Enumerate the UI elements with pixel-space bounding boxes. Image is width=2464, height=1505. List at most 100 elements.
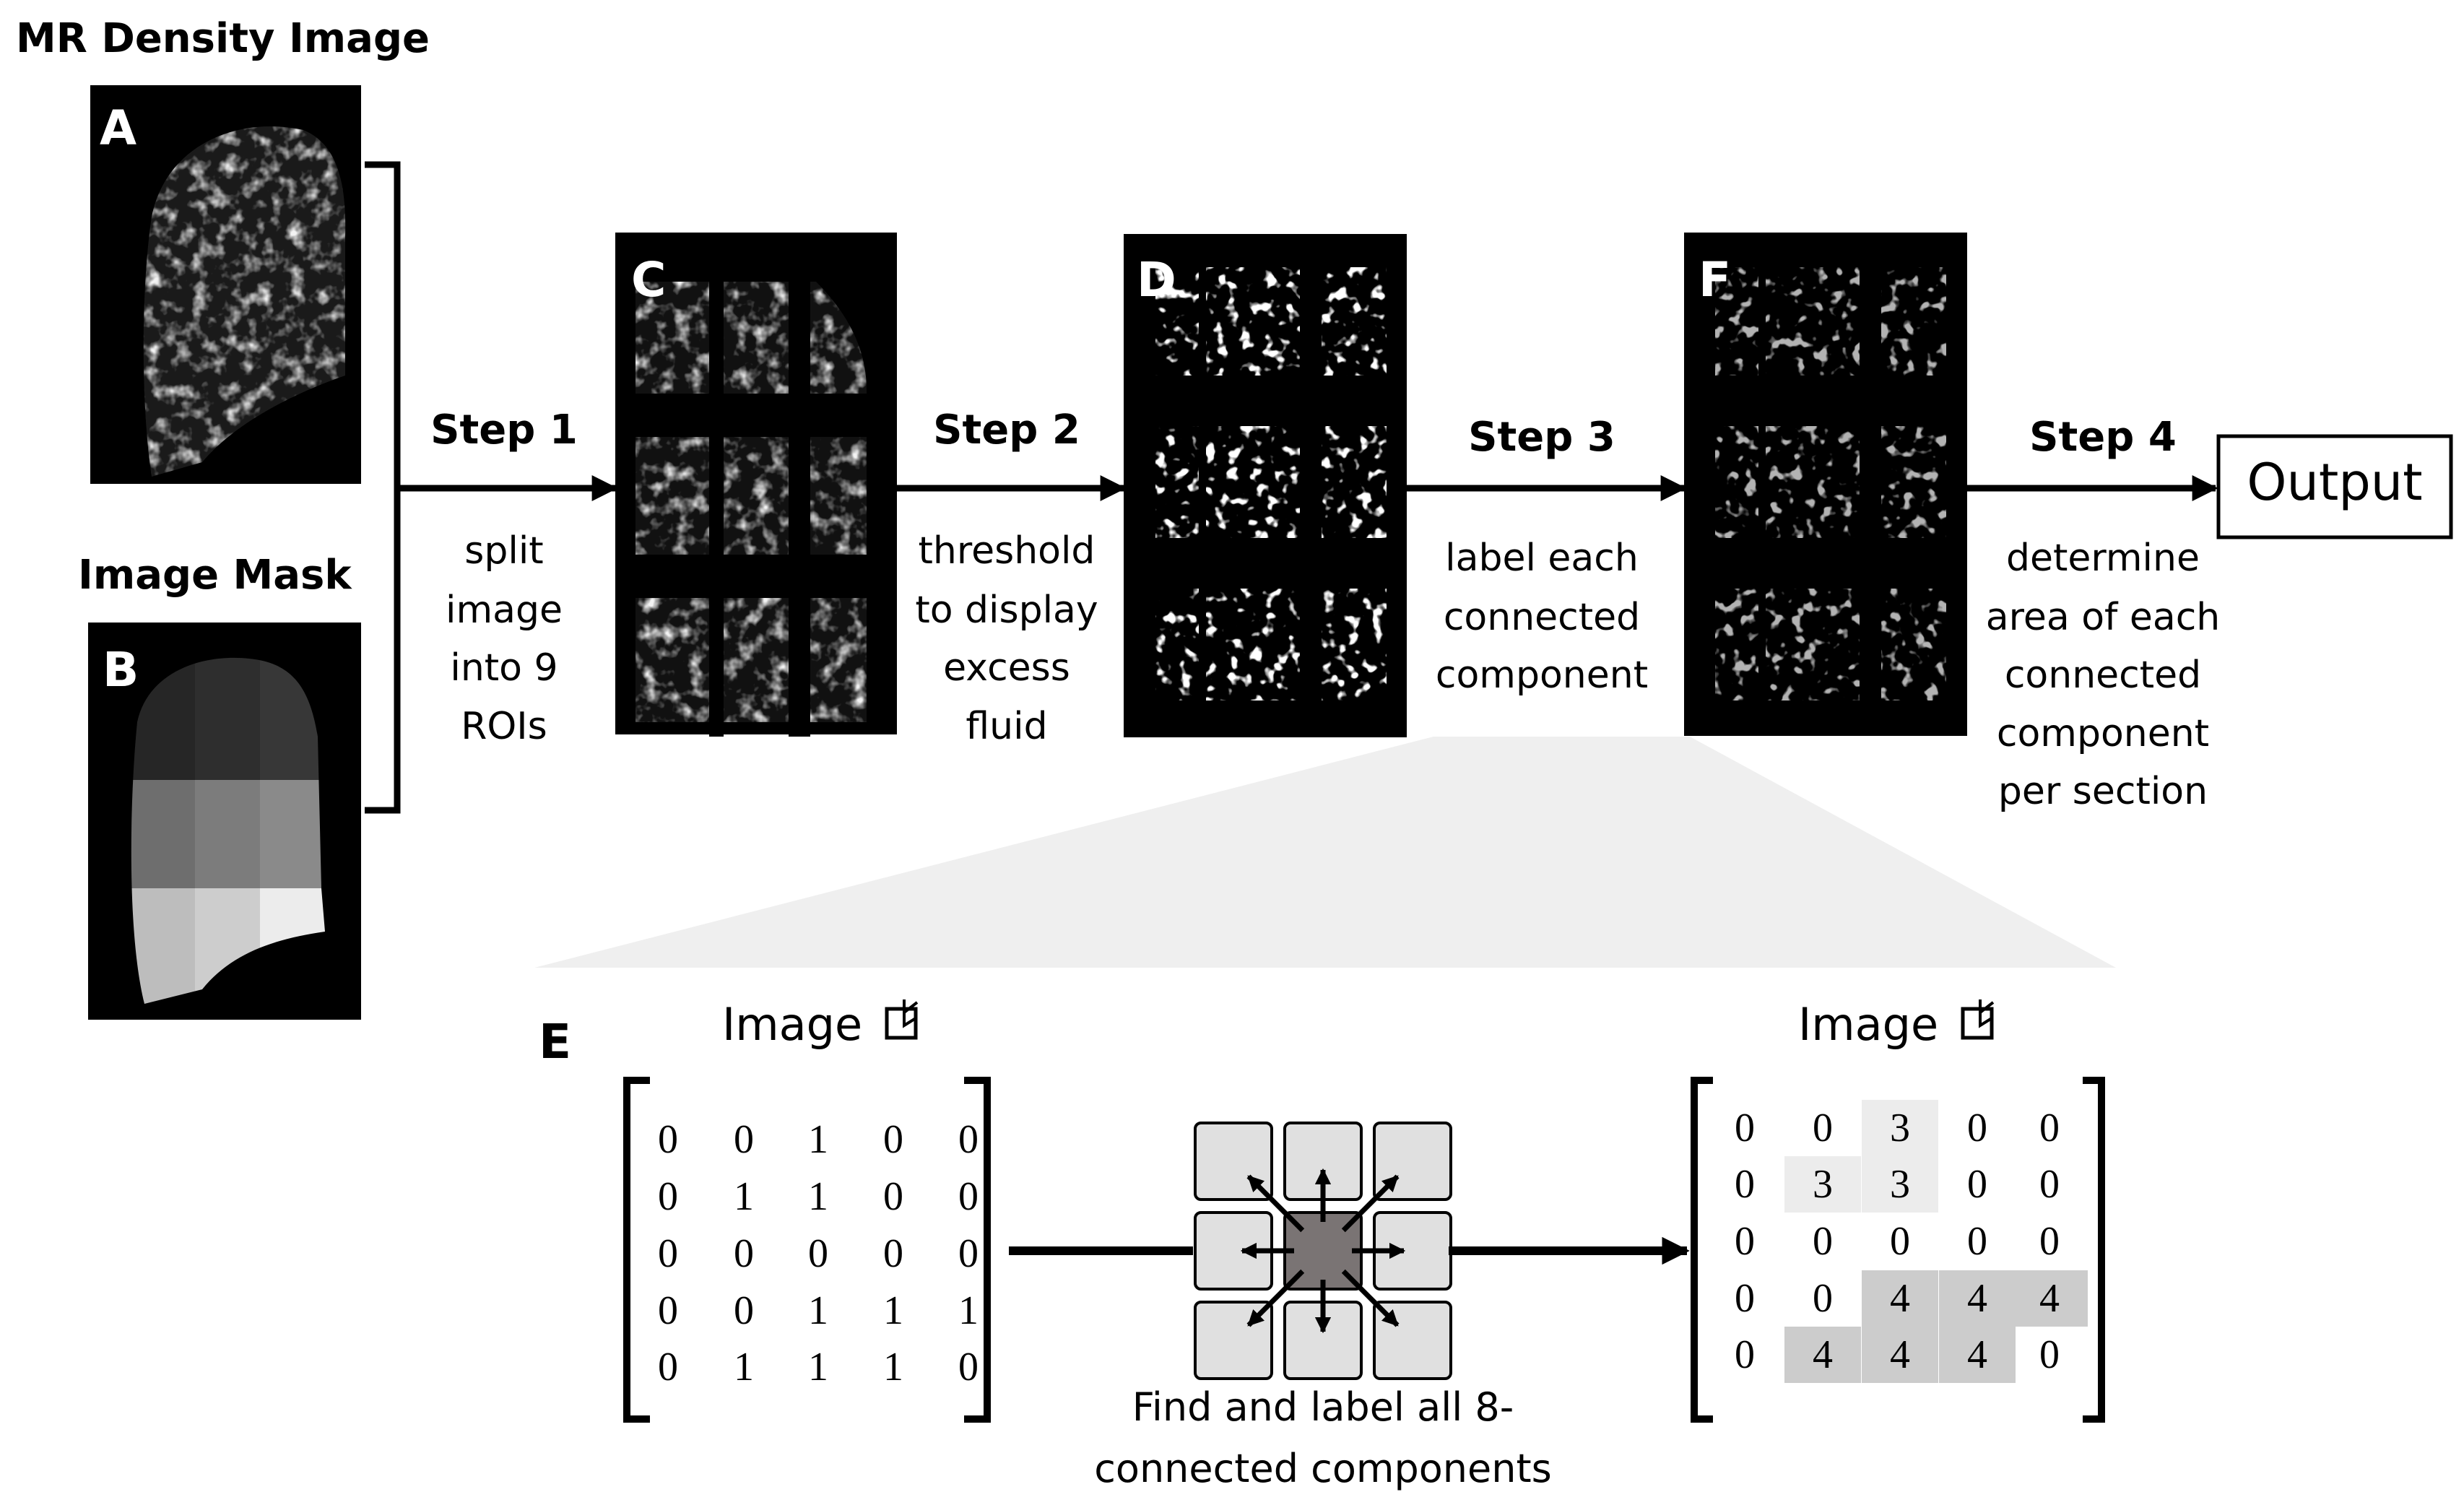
matrix-out-highlight (1939, 1270, 2016, 1327)
matrix-out-cell: 3 (1890, 1106, 1910, 1150)
matrix-out-highlight (1862, 1100, 1938, 1156)
matrix-out-cell: 0 (1813, 1106, 1833, 1150)
matrix-out-highlights (1784, 1100, 2088, 1383)
output-label: Output (2247, 453, 2422, 512)
matrix-out-cell: 0 (1735, 1162, 1755, 1207)
matrix-out-bracket-right (2083, 1077, 2105, 1423)
matrix-in-cell: 1 (883, 1345, 903, 1389)
matrix-in-cell: 0 (658, 1288, 678, 1333)
matrix-out-highlight (1784, 1156, 1861, 1213)
step3-desc-3: component (1436, 654, 1648, 697)
merge-bracket (365, 161, 401, 814)
neighbor-arrow (1246, 1269, 1305, 1327)
matrix-in-cell: 1 (808, 1117, 828, 1162)
zoom-fan (534, 737, 2116, 968)
matrix-out-cell: 0 (1890, 1219, 1910, 1264)
matrix-out-cell: 0 (1813, 1219, 1833, 1264)
matrix-out-cell: 0 (1967, 1162, 1987, 1207)
crop-icon-out (1961, 999, 1995, 1040)
matrix-out-highlight (1862, 1327, 1938, 1383)
matrix-out-cell: 4 (1967, 1276, 1987, 1321)
matrix-out-cell: 4 (2039, 1276, 2060, 1321)
matrix-out-cell: 0 (2039, 1332, 2060, 1377)
matrix-in-cell: 0 (734, 1231, 754, 1276)
matrix-out-highlight (1939, 1327, 2016, 1383)
step2-desc-2: to display (915, 589, 1098, 632)
panel-label-e: E (539, 1014, 571, 1070)
step2-desc-4: fluid (966, 705, 1047, 748)
matrix-in-cell: 1 (883, 1288, 903, 1333)
step4-desc-4: component (1997, 712, 2209, 755)
matrix-out-cell: 0 (1735, 1219, 1755, 1264)
matrix-in-cell: 0 (658, 1345, 678, 1389)
step1-desc-4: ROIs (461, 705, 547, 748)
step1-label: Step 1 (430, 407, 578, 454)
step2-desc-1: threshold (919, 529, 1096, 573)
matrix-out-cell: 0 (1735, 1106, 1755, 1150)
matrix-out-highlight (1862, 1156, 1938, 1213)
step4-desc-1: determine (2006, 537, 2200, 580)
matrix-in-cell: 0 (658, 1174, 678, 1219)
matrix-out-cell: 0 (2039, 1162, 2060, 1207)
step4-label: Step 4 (2029, 414, 2177, 461)
panel-b: B (88, 623, 361, 1020)
matrix-in-cell: 1 (808, 1288, 828, 1333)
matrix-out-highlight (1784, 1327, 1861, 1383)
matrix-out-cell: 0 (1813, 1276, 1833, 1321)
neighbor-arrow (1341, 1269, 1400, 1327)
step3-desc-2: connected (1444, 596, 1640, 639)
matrix-in-cell: 0 (958, 1231, 979, 1276)
matrix-out-cell: 4 (1890, 1276, 1910, 1321)
matrix-in-cell: 0 (958, 1345, 979, 1389)
matrix-out-cell: 0 (1967, 1219, 1987, 1264)
matrix-out-bracket-left (1691, 1077, 1713, 1423)
matrix-out-title: Image (1798, 998, 1938, 1051)
matrix-in-cell: 0 (883, 1174, 903, 1219)
matrix-in-cell: 1 (808, 1345, 828, 1389)
panel-label-b: B (103, 642, 139, 698)
matrix-out-cell: 3 (1890, 1162, 1910, 1207)
panel-f: F (1684, 233, 1967, 736)
matrix-in-bracket-left (623, 1077, 650, 1423)
step4-desc-5: per section (1998, 770, 2208, 813)
matrix-out-cell: 0 (1735, 1276, 1755, 1321)
matrix-in-title: Image (722, 998, 862, 1051)
matrix-in-cell: 0 (883, 1117, 903, 1162)
neighbor-arrow (1341, 1174, 1400, 1233)
step1-desc-2: image (446, 589, 563, 632)
matrix-in-cell: 0 (734, 1117, 754, 1162)
title-density: MR Density Image (16, 15, 430, 62)
matrix-out-cell: 4 (1967, 1332, 1987, 1377)
neighborhood-diagram (1194, 1122, 1452, 1380)
panel-c: C (615, 233, 897, 737)
matrix-out-cell: 0 (1735, 1332, 1755, 1377)
step4-desc-2: area of each (1986, 596, 2221, 639)
output-box (2216, 434, 2453, 539)
crop-icon-in (885, 999, 919, 1040)
panel-label-f: F (1699, 252, 1731, 308)
matrix-in-cell: 0 (658, 1117, 678, 1162)
matrix-out-cell: 3 (1813, 1162, 1833, 1207)
caption-e-line2: connected components (1094, 1446, 1552, 1491)
caption-e-line1: Find and label all 8- (1132, 1384, 1514, 1430)
matrix-in-cell: 1 (808, 1174, 828, 1219)
step1-desc-1: split (464, 529, 543, 573)
panel-a: A (90, 85, 361, 484)
step3-label: Step 3 (1468, 414, 1615, 461)
matrix-out-cell: 0 (2039, 1106, 2060, 1150)
matrix-in-cell: 0 (808, 1231, 828, 1276)
step3-desc-1: label each (1445, 537, 1639, 580)
matrix-in-cell: 0 (883, 1231, 903, 1276)
step1-desc-3: into 9 (450, 646, 558, 690)
title-mask: Image Mask (78, 552, 352, 599)
matrix-out-highlight (1862, 1270, 1938, 1327)
matrix-in-cell: 1 (734, 1345, 754, 1389)
panel-label-d: D (1137, 252, 1176, 308)
matrix-in-cell: 0 (958, 1117, 979, 1162)
matrix-out-cell: 4 (1813, 1332, 1833, 1377)
step2-desc-3: excess (943, 646, 1070, 690)
matrix-out-cell: 0 (2039, 1219, 2060, 1264)
matrix-in-cell: 0 (958, 1174, 979, 1219)
